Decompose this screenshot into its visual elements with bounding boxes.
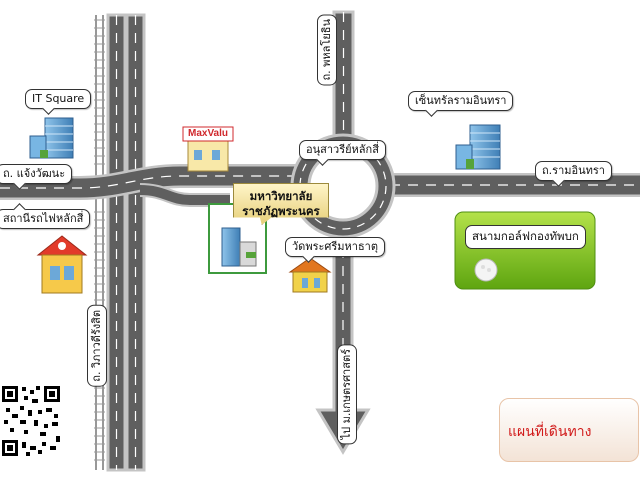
maxvalu-store-icon — [182, 126, 234, 172]
label-road-kaset-nawamin: ไป ม.เกษตรศาสตร์ — [337, 344, 357, 445]
legend-panel — [499, 398, 639, 462]
it-square-building-icon — [29, 117, 74, 159]
railway-track — [94, 15, 105, 470]
qr-code-image — [0, 383, 62, 458]
label-road-ramintra: ถ.รามอินทรา — [535, 161, 612, 181]
label-golf-course: สนามกอล์ฟกองทัพบก — [465, 225, 586, 249]
central-ramintra-building-icon — [455, 124, 501, 170]
label-lak-si-station: สถานีรถไฟหลักสี่ — [0, 209, 91, 229]
label-lak-si-monument: อนุสาวรีย์หลักสี่ — [299, 140, 386, 160]
label-central-ramintra: เซ็นทรัลรามอินทรา — [408, 91, 514, 111]
label-it-square: IT Square — [25, 89, 92, 109]
golf-course-area — [454, 211, 596, 290]
label-road-vibhavadi: ถ. วิภาวดีรังสิต — [87, 305, 107, 387]
label-road-chaengwattana: ถ. แจ้งวัฒนะ — [0, 164, 73, 184]
wat-phra-si-temple-icon — [288, 257, 332, 293]
university-name-line1: มหาวิทยาลัย — [249, 189, 313, 203]
university-name-line2: ราชภัฏพระนคร — [242, 204, 320, 218]
label-road-phahonyothin: ถ. พหลโยธิน — [317, 14, 337, 86]
maxvalu-logo: MaxValu — [187, 128, 229, 139]
legend-title: แผนที่เดินทาง — [508, 424, 592, 440]
label-wat-phra-si: วัดพระศรีมหาธาตุ — [285, 237, 385, 257]
lak-si-station-icon — [36, 235, 88, 294]
road-chaengwattana — [0, 164, 300, 207]
road-vibhavadi — [106, 13, 146, 472]
